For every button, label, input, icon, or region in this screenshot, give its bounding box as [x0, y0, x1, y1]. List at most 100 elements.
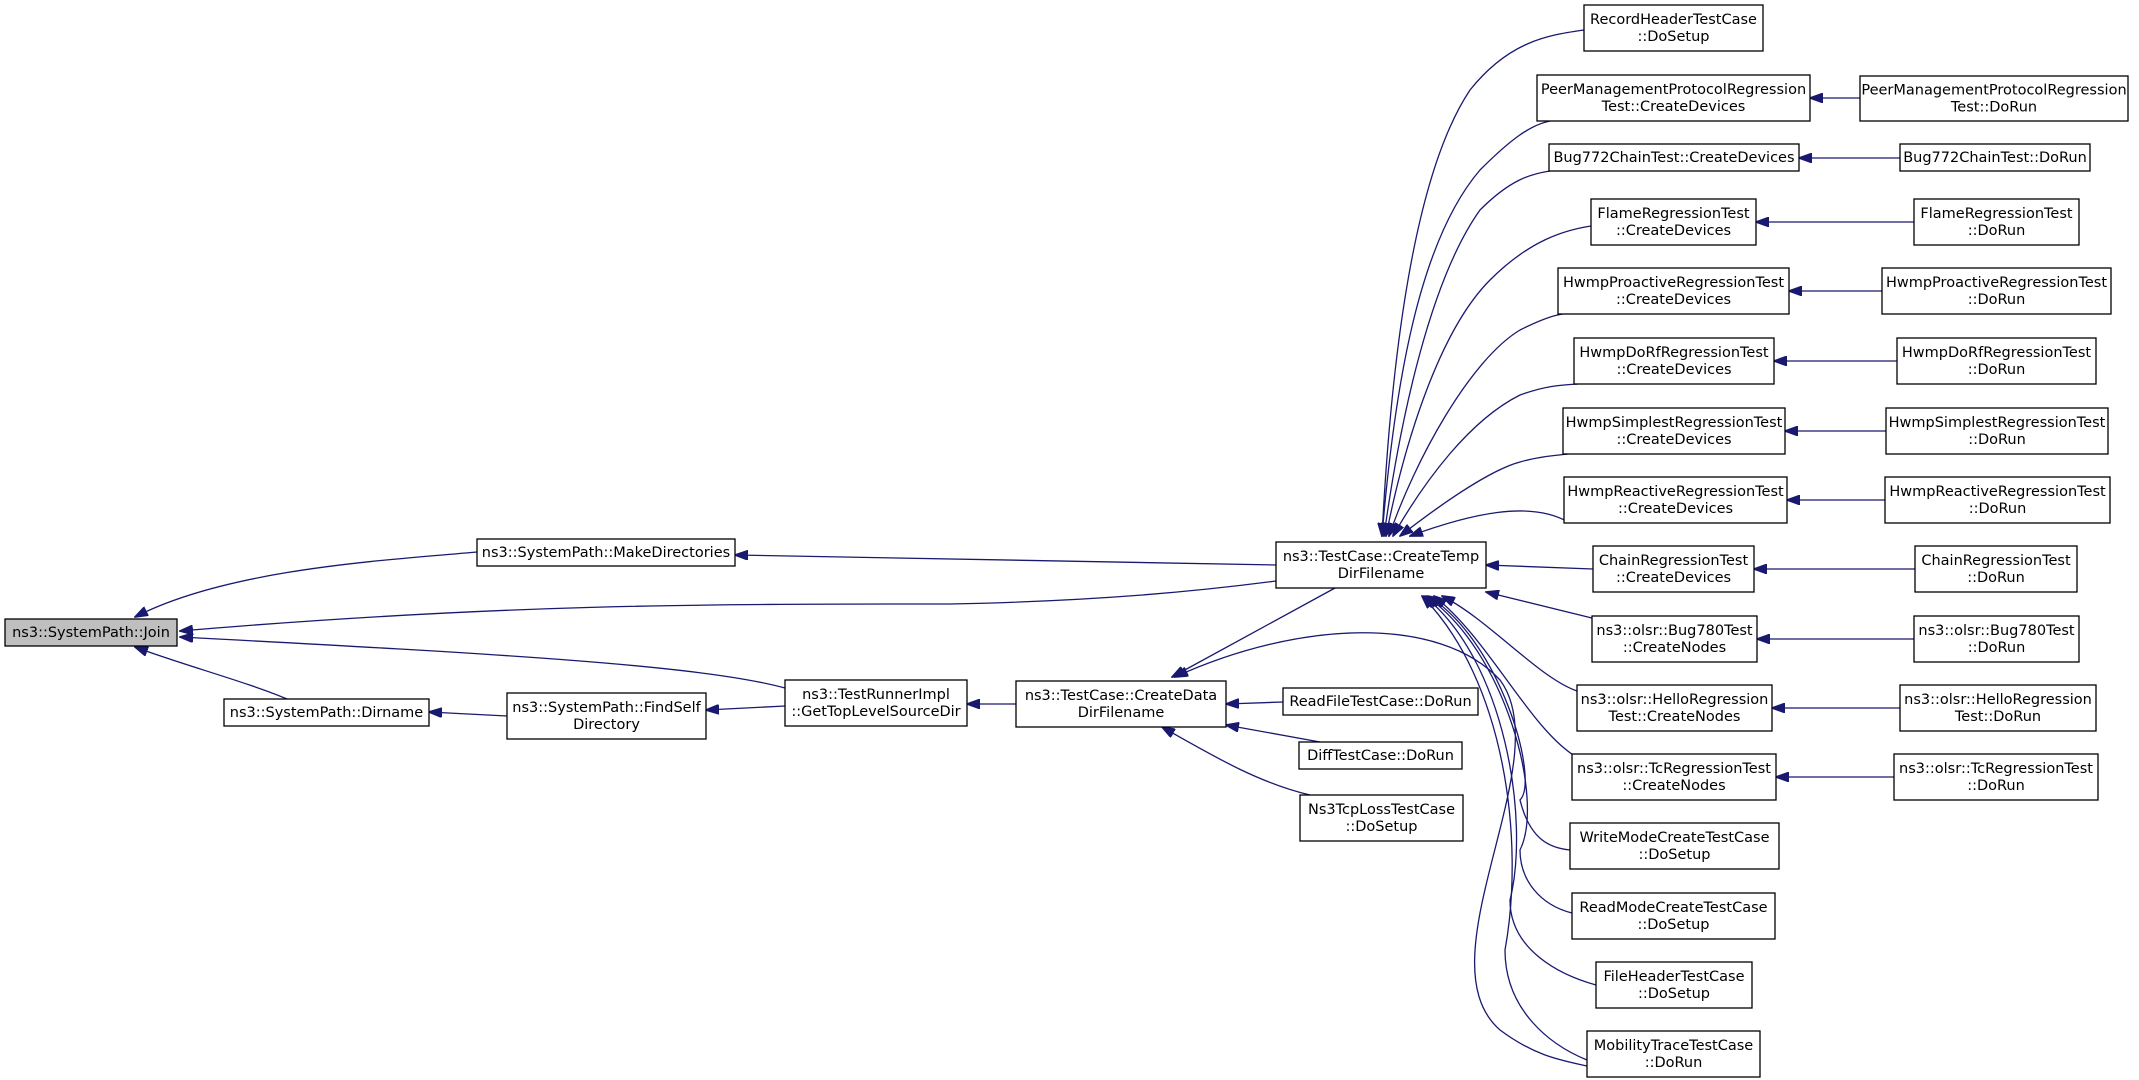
node-label: ns3::olsr::HelloRegression — [1904, 692, 2092, 708]
node-simplestcreate[interactable]: HwmpSimplestRegressionTest::CreateDevice… — [1562, 407, 1786, 455]
node-proactiverun[interactable]: HwmpProactiveRegressionTest::DoRun — [1881, 267, 2112, 315]
node-reactivecreate[interactable]: HwmpReactiveRegressionTest::CreateDevice… — [1563, 476, 1788, 524]
node-makedirs[interactable]: ns3::SystemPath::MakeDirectories — [476, 538, 736, 567]
edge-dirname-calls-join — [135, 647, 288, 700]
node-label: DirFilename — [1078, 705, 1165, 721]
edge-reactivecreate-calls-createtemp — [1410, 510, 1569, 536]
node-box — [1859, 75, 2129, 122]
node-box — [1573, 337, 1775, 385]
node-label: ns3::TestRunnerImpl — [802, 687, 950, 703]
node-label: ns3::olsr::Bug780Test — [1918, 623, 2075, 639]
node-label: ns3::SystemPath::Dirname — [230, 705, 424, 721]
node-box — [1899, 143, 2091, 172]
node-fileheader[interactable]: FileHeaderTestCase::DoSetup — [1595, 961, 1753, 1009]
node-label: RecordHeaderTestCase — [1590, 12, 1757, 28]
edge-dorfcreate-calls-createtemp — [1393, 383, 1579, 536]
node-tcrun[interactable]: ns3::olsr::TcRegressionTest::DoRun — [1893, 753, 2099, 801]
edge-readmode-calls-createtemp — [1426, 596, 1573, 914]
node-label: ::DoRun — [1968, 640, 2026, 656]
node-box — [1557, 267, 1790, 315]
node-writemode[interactable]: WriteModeCreateTestCase::DoSetup — [1569, 822, 1780, 870]
node-join[interactable]: ns3::SystemPath::Join — [4, 618, 178, 647]
node-hellocreate[interactable]: ns3::olsr::HelloRegressionTest::CreateNo… — [1576, 684, 1773, 732]
node-box — [1569, 822, 1780, 870]
node-label: PeerManagementProtocolRegression — [1861, 83, 2126, 99]
node-readmode[interactable]: ReadModeCreateTestCase::DoSetup — [1571, 892, 1776, 940]
node-difftest[interactable]: DiffTestCase::DoRun — [1298, 741, 1463, 770]
node-bug772run[interactable]: Bug772ChainTest::DoRun — [1899, 143, 2091, 172]
node-label: ::CreateNodes — [1622, 778, 1725, 794]
node-gettoplevel[interactable]: ns3::TestRunnerImpl::GetTopLevelSourceDi… — [784, 679, 968, 727]
node-peercreate[interactable]: PeerManagementProtocolRegressionTest::Cr… — [1536, 74, 1811, 122]
node-box — [784, 679, 968, 727]
node-label: ::DoRun — [1968, 362, 2026, 378]
node-label: HwmpReactiveRegressionTest — [1567, 484, 1784, 500]
node-box — [1275, 541, 1487, 589]
node-dorfcreate[interactable]: HwmpDoRfRegressionTest::CreateDevices — [1573, 337, 1775, 385]
node-flamecreate[interactable]: FlameRegressionTest::CreateDevices — [1590, 198, 1757, 246]
node-simplestrun[interactable]: HwmpSimplestRegressionTest::DoRun — [1885, 407, 2109, 455]
node-box — [1881, 267, 2112, 315]
node-box — [1591, 615, 1758, 663]
node-label: Ns3TcpLossTestCase — [1308, 802, 1455, 818]
node-label: Bug772ChainTest::DoRun — [1903, 150, 2087, 166]
node-box — [1899, 684, 2097, 732]
node-label: ::DoSetup — [1345, 819, 1417, 835]
node-label: WriteModeCreateTestCase — [1579, 830, 1769, 846]
node-flamerun[interactable]: FlameRegressionTest::DoRun — [1913, 198, 2080, 246]
node-label: MobilityTraceTestCase — [1594, 1038, 1754, 1054]
edge-mobility-calls-createdata — [1175, 632, 1588, 1067]
node-chaincreate[interactable]: ChainRegressionTest::CreateDevices — [1592, 545, 1755, 593]
node-proactivecreate[interactable]: HwmpProactiveRegressionTest::CreateDevic… — [1557, 267, 1790, 315]
node-readfile[interactable]: ReadFileTestCase::DoRun — [1282, 687, 1479, 716]
node-label: ::DoRun — [1967, 778, 2025, 794]
node-label: ::CreateDevices — [1616, 432, 1731, 448]
node-box — [476, 538, 736, 567]
node-box — [1885, 407, 2109, 455]
edge-writemode-calls-createtemp — [1428, 596, 1571, 851]
node-box — [1571, 892, 1776, 940]
node-peerrun[interactable]: PeerManagementProtocolRegressionTest::Do… — [1859, 75, 2129, 122]
node-label: ns3::SystemPath::Join — [12, 625, 170, 641]
node-bug780create[interactable]: ns3::olsr::Bug780Test::CreateNodes — [1591, 615, 1758, 663]
node-label: ns3::SystemPath::FindSelf — [512, 700, 701, 716]
edge-createtemp-calls-createdata — [1172, 587, 1336, 677]
node-label: FlameRegressionTest — [1597, 206, 1749, 222]
node-recordheader[interactable]: RecordHeaderTestCase::DoSetup — [1583, 4, 1764, 52]
node-dirname[interactable]: ns3::SystemPath::Dirname — [223, 698, 430, 727]
node-label: ::DoRun — [1969, 501, 2027, 517]
edge-tccreate-calls-createtemp — [1434, 596, 1579, 759]
node-tcploss[interactable]: Ns3TcpLossTestCase::DoSetup — [1299, 794, 1464, 842]
node-label: Bug772ChainTest::CreateDevices — [1553, 150, 1794, 166]
edge-difftest-calls-createdata — [1226, 725, 1321, 743]
edge-mobility-calls-createtemp — [1422, 596, 1588, 1061]
node-label: ChainRegressionTest — [1599, 553, 1749, 569]
edge-createtemp-calls-makedirs — [735, 555, 1277, 566]
node-bug772create[interactable]: Bug772ChainTest::CreateDevices — [1548, 143, 1800, 172]
node-chainrun[interactable]: ChainRegressionTest::DoRun — [1914, 545, 2078, 593]
node-label: ::DoSetup — [1637, 29, 1709, 45]
node-label: Test::CreateNodes — [1608, 709, 1741, 725]
node-label: ns3::olsr::TcRegressionTest — [1577, 761, 1771, 777]
node-label: FileHeaderTestCase — [1603, 969, 1744, 985]
edge-simplestcreate-calls-createtemp — [1400, 453, 1569, 536]
node-box — [1586, 1030, 1761, 1078]
node-tccreate[interactable]: ns3::olsr::TcRegressionTest::CreateNodes — [1571, 753, 1777, 801]
node-label: ::DoSetup — [1637, 917, 1709, 933]
node-label: FlameRegressionTest — [1920, 206, 2072, 222]
node-mobility[interactable]: MobilityTraceTestCase::DoRun — [1586, 1030, 1761, 1078]
node-label: Test::DoRun — [1950, 100, 2037, 116]
edge-recordheader-calls-createtemp — [1382, 29, 1585, 536]
node-label: ns3::SystemPath::MakeDirectories — [482, 545, 730, 561]
node-bug780run[interactable]: ns3::olsr::Bug780Test::DoRun — [1913, 615, 2080, 663]
node-box — [1015, 680, 1227, 728]
node-reactiverun[interactable]: HwmpReactiveRegressionTest::DoRun — [1884, 476, 2111, 524]
node-dorfrun[interactable]: HwmpDoRfRegressionTest::DoRun — [1896, 337, 2097, 385]
node-box — [1884, 476, 2111, 524]
node-label: ::DoSetup — [1638, 847, 1710, 863]
